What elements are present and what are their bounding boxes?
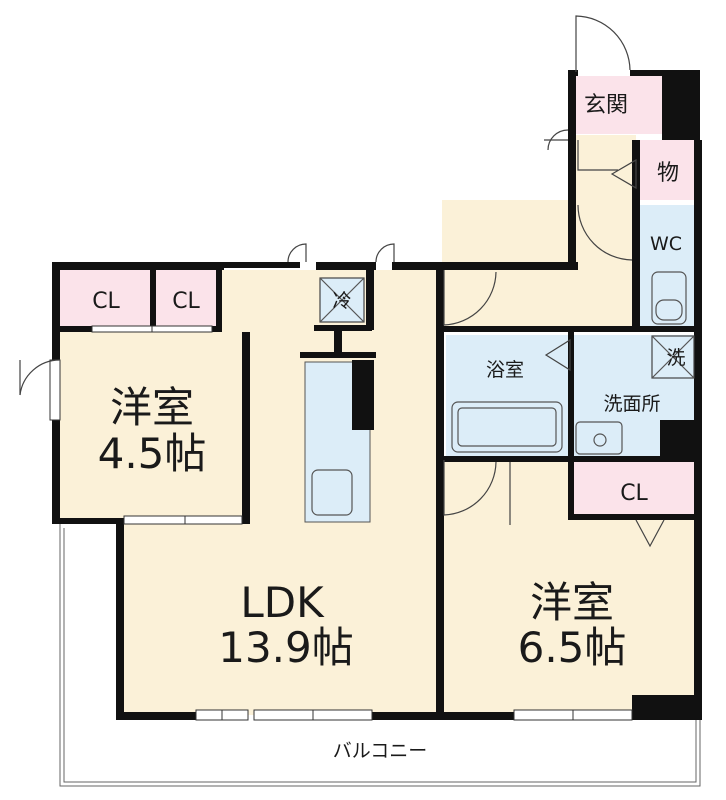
closet-a-label: CL bbox=[92, 289, 120, 314]
washbasin-icon bbox=[575, 421, 623, 455]
windows bbox=[49, 325, 633, 721]
balcony-label: バルコニー bbox=[333, 740, 428, 762]
western-room-a-size: 4.5帖 bbox=[98, 429, 207, 478]
closet-a-floor bbox=[60, 270, 150, 328]
ldk-name: LDK bbox=[240, 578, 325, 627]
closet-c-label: CL bbox=[620, 481, 648, 506]
entrance-label: 玄関 bbox=[584, 93, 628, 118]
washroom-label: 洗面所 bbox=[603, 393, 660, 415]
fridge-label: 冷 bbox=[332, 290, 351, 312]
toilet-icon bbox=[651, 271, 687, 325]
balcony bbox=[59, 524, 701, 787]
fixtures bbox=[311, 271, 695, 516]
western-room-b-name: 洋室 bbox=[530, 578, 614, 627]
closet-b-label: CL bbox=[172, 289, 200, 314]
western-room-a-name: 洋室 bbox=[110, 383, 194, 432]
hallway-upper-floor bbox=[572, 135, 636, 215]
closet-c-floor bbox=[572, 462, 696, 518]
closet-b-floor bbox=[155, 270, 217, 328]
entrance-floor bbox=[576, 76, 662, 134]
bathroom-label: 浴室 bbox=[486, 359, 524, 381]
entrance-door-swing bbox=[575, 15, 631, 72]
bathtub-icon bbox=[451, 401, 563, 453]
doors bbox=[19, 15, 665, 548]
washer-label: 洗 bbox=[666, 347, 685, 369]
toilet-label: WC bbox=[650, 233, 682, 255]
room-labels: 洋室 4.5帖 LDK 13.9帖 洋室 6.5帖 CL CL CL 玄関 物 … bbox=[92, 93, 685, 762]
western-room-b-size: 6.5帖 bbox=[518, 623, 627, 672]
storage-label: 物 bbox=[657, 161, 679, 186]
western-room-a-floor bbox=[58, 332, 248, 522]
storage-floor bbox=[640, 140, 696, 200]
ldk-size: 13.9帖 bbox=[218, 623, 354, 672]
sink-icon bbox=[311, 469, 353, 516]
